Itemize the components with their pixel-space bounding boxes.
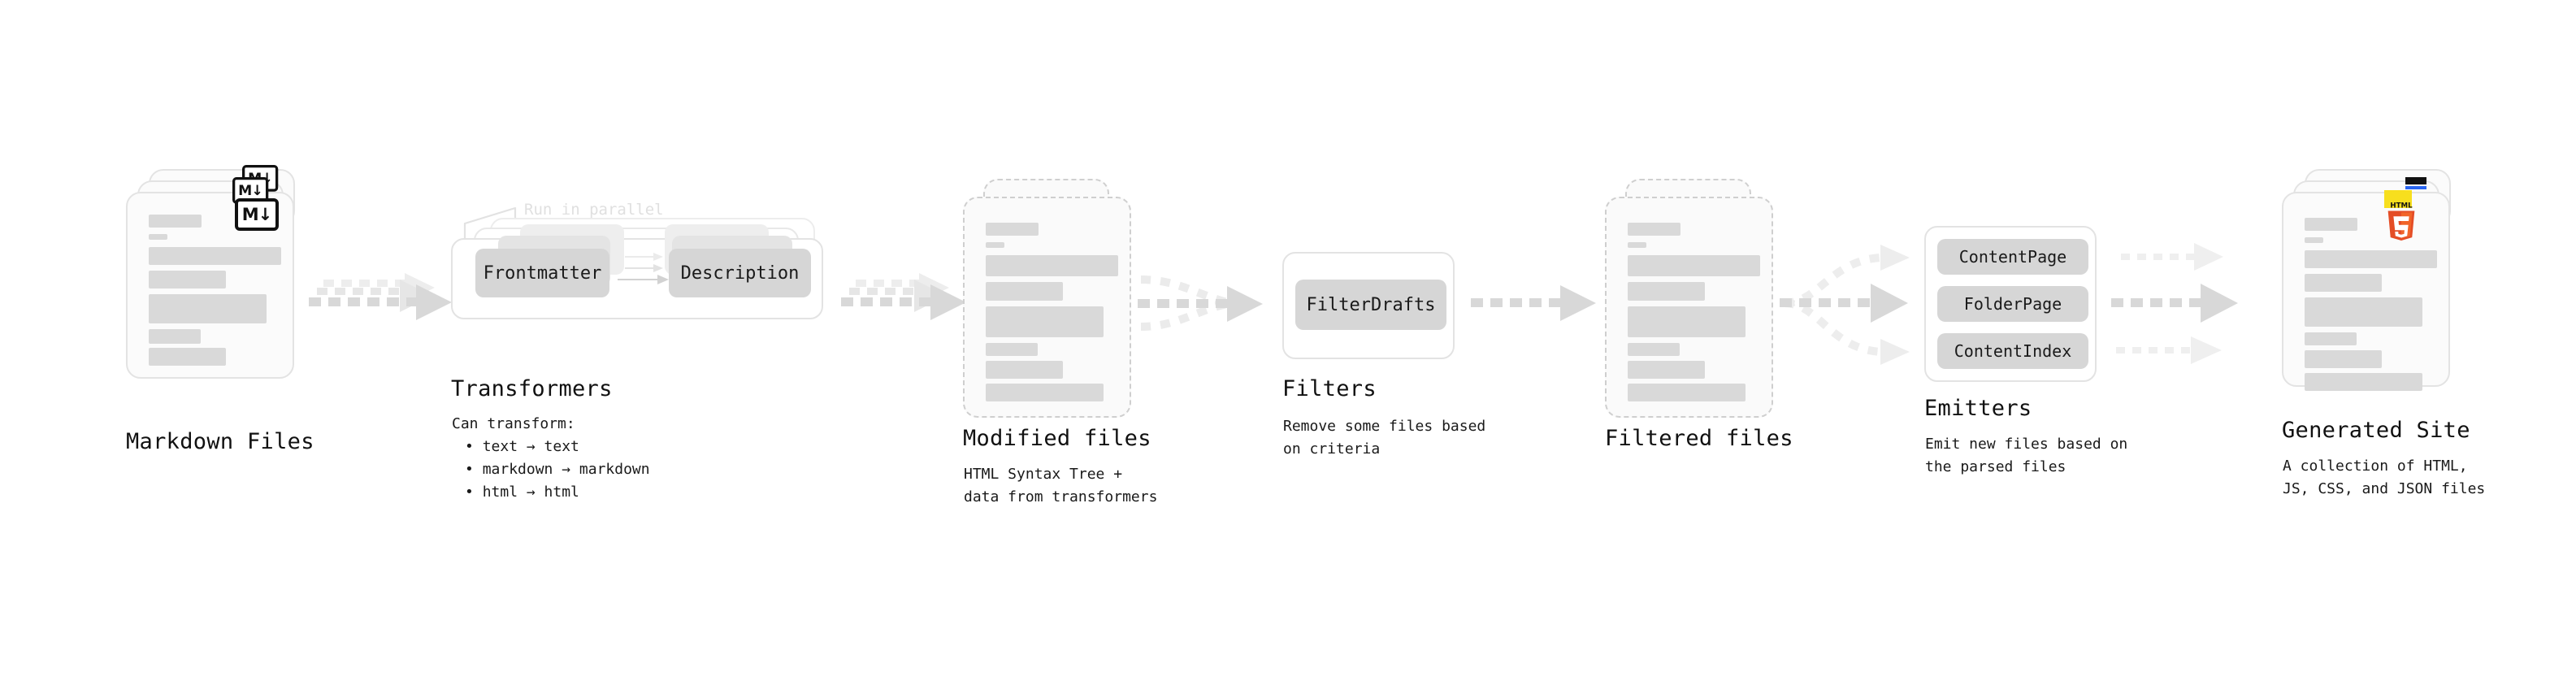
filterdrafts-chip[interactable]: FilterDrafts [1295, 280, 1446, 330]
arrow-modified-to-filters [1138, 275, 1263, 331]
markdown-badge: M↓ [235, 198, 279, 231]
folderpage-chip[interactable]: FolderPage [1937, 286, 2088, 322]
svg-text:HTML: HTML [2390, 202, 2413, 210]
transformer-inner-arrows [618, 253, 669, 284]
markdown-badge-text: M↓ [241, 204, 272, 224]
filtered-card-front [1605, 197, 1773, 418]
contentindex-chip-label: ContentIndex [1954, 341, 2072, 361]
transformers-bullets-lead: Can transform: [452, 415, 575, 432]
site-card-front [2282, 192, 2450, 391]
markdown-card-front [126, 192, 294, 379]
arrow-filtered-to-emitters [1780, 245, 1910, 365]
run-in-parallel-bracket [463, 206, 517, 242]
markdown-files-title: Markdown Files [126, 429, 314, 454]
modified-files-title: Modified files [963, 426, 1151, 451]
markdown-badge-text: M↓ [238, 182, 263, 198]
transformers-title: Transformers [451, 376, 613, 401]
transformers-bullets: Can transform: text → text markdown → ma… [452, 413, 650, 504]
frontmatter-chip[interactable]: Frontmatter [475, 249, 609, 297]
emitters-subtitle: Emit new files based on the parsed files [1925, 436, 2128, 475]
description-chip[interactable]: Description [669, 249, 811, 297]
filterdrafts-chip-label: FilterDrafts [1306, 294, 1436, 315]
modified-files-subtitle: HTML Syntax Tree + data from transformer… [964, 466, 1158, 505]
css3-badge [2405, 177, 2426, 189]
generated-site-title: Generated Site [2282, 418, 2470, 443]
description-chip-label: Description [680, 262, 800, 284]
contentindex-chip[interactable]: ContentIndex [1937, 333, 2088, 369]
filters-box: FilterDrafts [1282, 252, 1455, 359]
filters-title: Filters [1282, 376, 1377, 401]
arrow-transformers-to-modified [841, 273, 966, 320]
emitters-box: ContentPage FolderPage ContentIndex [1924, 226, 2097, 382]
html5-badge: HTML [2387, 202, 2415, 241]
filters-subtitle: Remove some files based on criteria [1283, 418, 1486, 458]
contentpage-chip-label: ContentPage [1958, 247, 2067, 267]
modified-card-front [963, 197, 1131, 418]
frontmatter-chip-label: Frontmatter [483, 262, 602, 284]
folderpage-chip-label: FolderPage [1963, 294, 2062, 314]
arrow-emitters-to-site [2111, 243, 2238, 364]
bullet-text-to-text: text → text [465, 436, 650, 458]
js-badge [2384, 190, 2412, 208]
filtered-files-title: Filtered files [1605, 426, 1793, 451]
arrow-filters-to-filtered [1471, 285, 1596, 321]
bullet-markdown-to-markdown: markdown → markdown [465, 458, 650, 481]
generated-site-subtitle: A collection of HTML, JS, CSS, and JSON … [2283, 458, 2486, 497]
bullet-html-to-html: html → html [465, 481, 650, 504]
run-in-parallel-label: Run in parallel [524, 201, 664, 219]
emitters-title: Emitters [1924, 396, 2032, 421]
arrow-markdown-to-transformers [309, 273, 452, 320]
contentpage-chip[interactable]: ContentPage [1937, 239, 2088, 275]
